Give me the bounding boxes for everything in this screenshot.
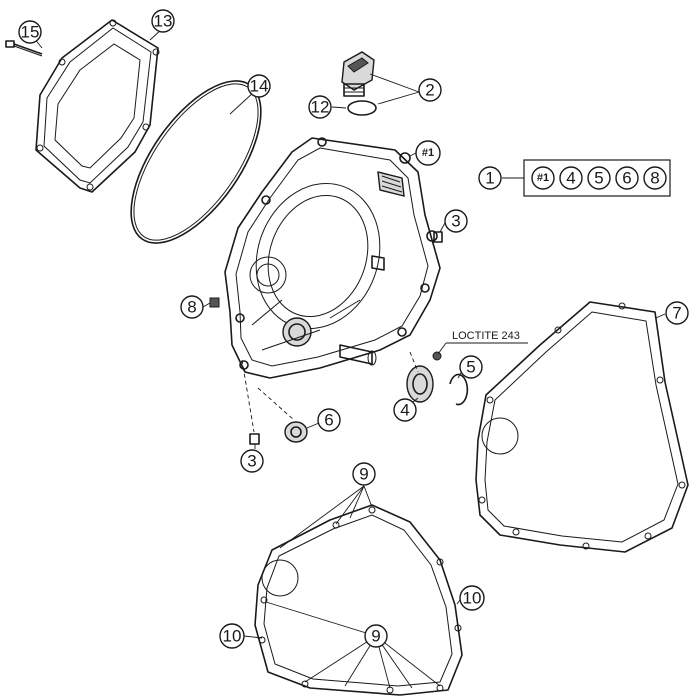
small-o-ring-part [347,100,377,116]
callout-3-right: 3 [444,209,468,233]
callout-12: 12 [308,95,332,119]
kit-item-hash1: #1 [531,166,555,190]
svg-text:4: 4 [400,401,409,420]
clutch-cover-part [224,137,441,379]
svg-text:4: 4 [566,169,575,188]
kit-item-4: 4 [559,166,583,190]
svg-text:9: 9 [359,465,368,484]
callout-14: 14 [247,74,271,98]
callout-9-top: 9 [352,462,376,486]
loctite-note: LOCTITE 243 [452,330,520,342]
callout-10-right: 10 [459,585,485,611]
callout-5: 5 [459,355,483,379]
svg-text:14: 14 [250,77,269,96]
kit-item-5: 5 [587,166,611,190]
bearing-part [406,351,442,403]
svg-text:12: 12 [311,98,330,117]
callout-2: 2 [418,78,442,102]
clutch-cover-plate-part [35,19,160,193]
callout-9-bottom: 9 [364,624,388,648]
callout-10-left: 10 [219,623,245,649]
svg-text:3: 3 [451,212,460,231]
cover-gasket-part [475,301,689,553]
svg-text:5: 5 [594,169,603,188]
svg-text:9: 9 [371,627,380,646]
svg-text:15: 15 [21,23,40,42]
callout-7: 7 [665,301,689,325]
svg-text:10: 10 [223,627,242,646]
svg-text:5: 5 [466,358,475,377]
svg-text:3: 3 [247,452,256,471]
callout-hash1-top: #1 [415,140,441,166]
screw-plug-part [209,297,220,308]
callout-15: 15 [18,20,42,44]
circlip-part [449,373,469,406]
callout-13: 13 [151,9,175,33]
lower-dowel-part [241,351,419,445]
oil-filler-plug-part [341,51,375,97]
svg-text:#1: #1 [537,172,549,184]
svg-text:2: 2 [425,81,434,100]
svg-text:7: 7 [672,304,681,323]
svg-text:10: 10 [463,589,482,608]
svg-text:13: 13 [154,12,173,31]
dowel-pin-part [433,231,443,243]
callout-6: 6 [317,408,341,432]
callout-1: 1 [478,166,502,190]
kit-item-8: 8 [643,166,667,190]
svg-text:8: 8 [650,169,659,188]
svg-text:6: 6 [622,169,631,188]
svg-text:#1: #1 [422,147,434,159]
kit-item-6: 6 [615,166,639,190]
svg-text:6: 6 [324,411,333,430]
bolt-part [5,40,43,57]
callout-4: 4 [393,398,417,422]
svg-text:8: 8 [187,298,196,317]
kit-contents-box: #1 4 5 6 8 [523,159,671,197]
shaft-seal-part [284,421,308,443]
callout-3-bottom: 3 [240,449,264,473]
lower-gasket-part [254,504,463,696]
svg-text:1: 1 [485,169,494,188]
callout-8: 8 [180,295,204,319]
